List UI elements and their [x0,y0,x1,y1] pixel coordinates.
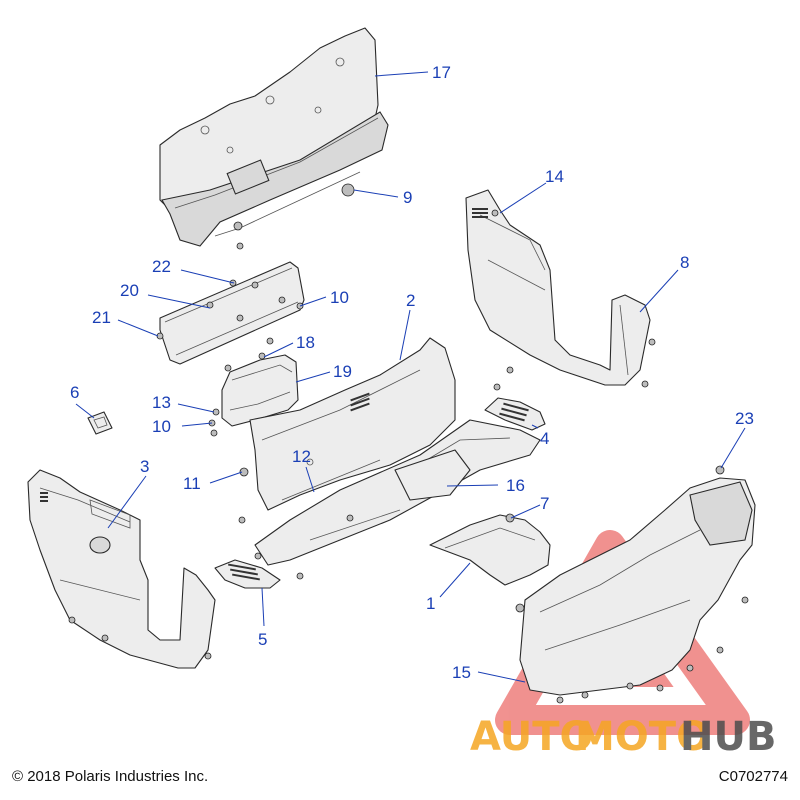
part-4-footrest [484,397,546,431]
callout-1: 1 [426,594,435,613]
callout-10-lower: 10 [152,417,171,436]
part-16-floor-pan [254,419,541,566]
callout-18: 18 [296,333,315,352]
copyright-text: © 2018 Polaris Industries Inc. [12,768,209,785]
callout-17: 17 [432,63,451,82]
diagram-code: C0702774 [718,768,788,785]
part-2-center-bulkhead [249,337,456,511]
callout-5: 5 [258,630,267,649]
callout-15: 14 [545,167,564,186]
watermark-hub: HUB [680,714,776,760]
callout-12: 12 [292,447,311,466]
watermark-text: AUTO MOTO HUB [470,714,776,760]
callout-16: 16 [506,476,525,495]
callout-2: 2 [406,291,415,310]
callout-22: 22 [152,257,171,276]
part-15-right-upper-panel [465,189,651,386]
callout-21: 21 [92,308,111,327]
callout-8: 8 [680,253,689,272]
callout-3: 3 [140,457,149,476]
callout-14: 15 [452,663,471,682]
part-1-floor-panel [429,514,551,586]
watermark-auto: AUTO [470,714,594,760]
part-19-cover [221,354,299,427]
leader-lines [75,71,746,683]
watermark-moto: MOTO [575,714,710,760]
part-20-bracket [159,261,305,365]
part-9-nut [341,183,355,197]
callout-6: 6 [70,383,79,402]
callout-19: 19 [333,362,352,381]
callout-10-upper: 10 [330,288,349,307]
callout-labels: 17 9 14 8 22 20 10 21 2 18 19 6 13 10 23… [70,63,754,682]
callout-9: 9 [403,188,412,207]
part-5-footrest [214,559,281,589]
callout-4: 4 [540,429,549,448]
callout-11: 11 [183,474,201,493]
callout-23: 23 [735,409,754,428]
callout-20: 20 [120,281,139,300]
part-17-rear-panel [159,27,389,247]
part-3-left-side-panel [27,469,216,669]
callout-13: 13 [152,393,171,412]
part-6-grommet [87,411,113,435]
callout-7: 7 [540,494,549,513]
part-14-right-lower-panel [519,477,756,696]
